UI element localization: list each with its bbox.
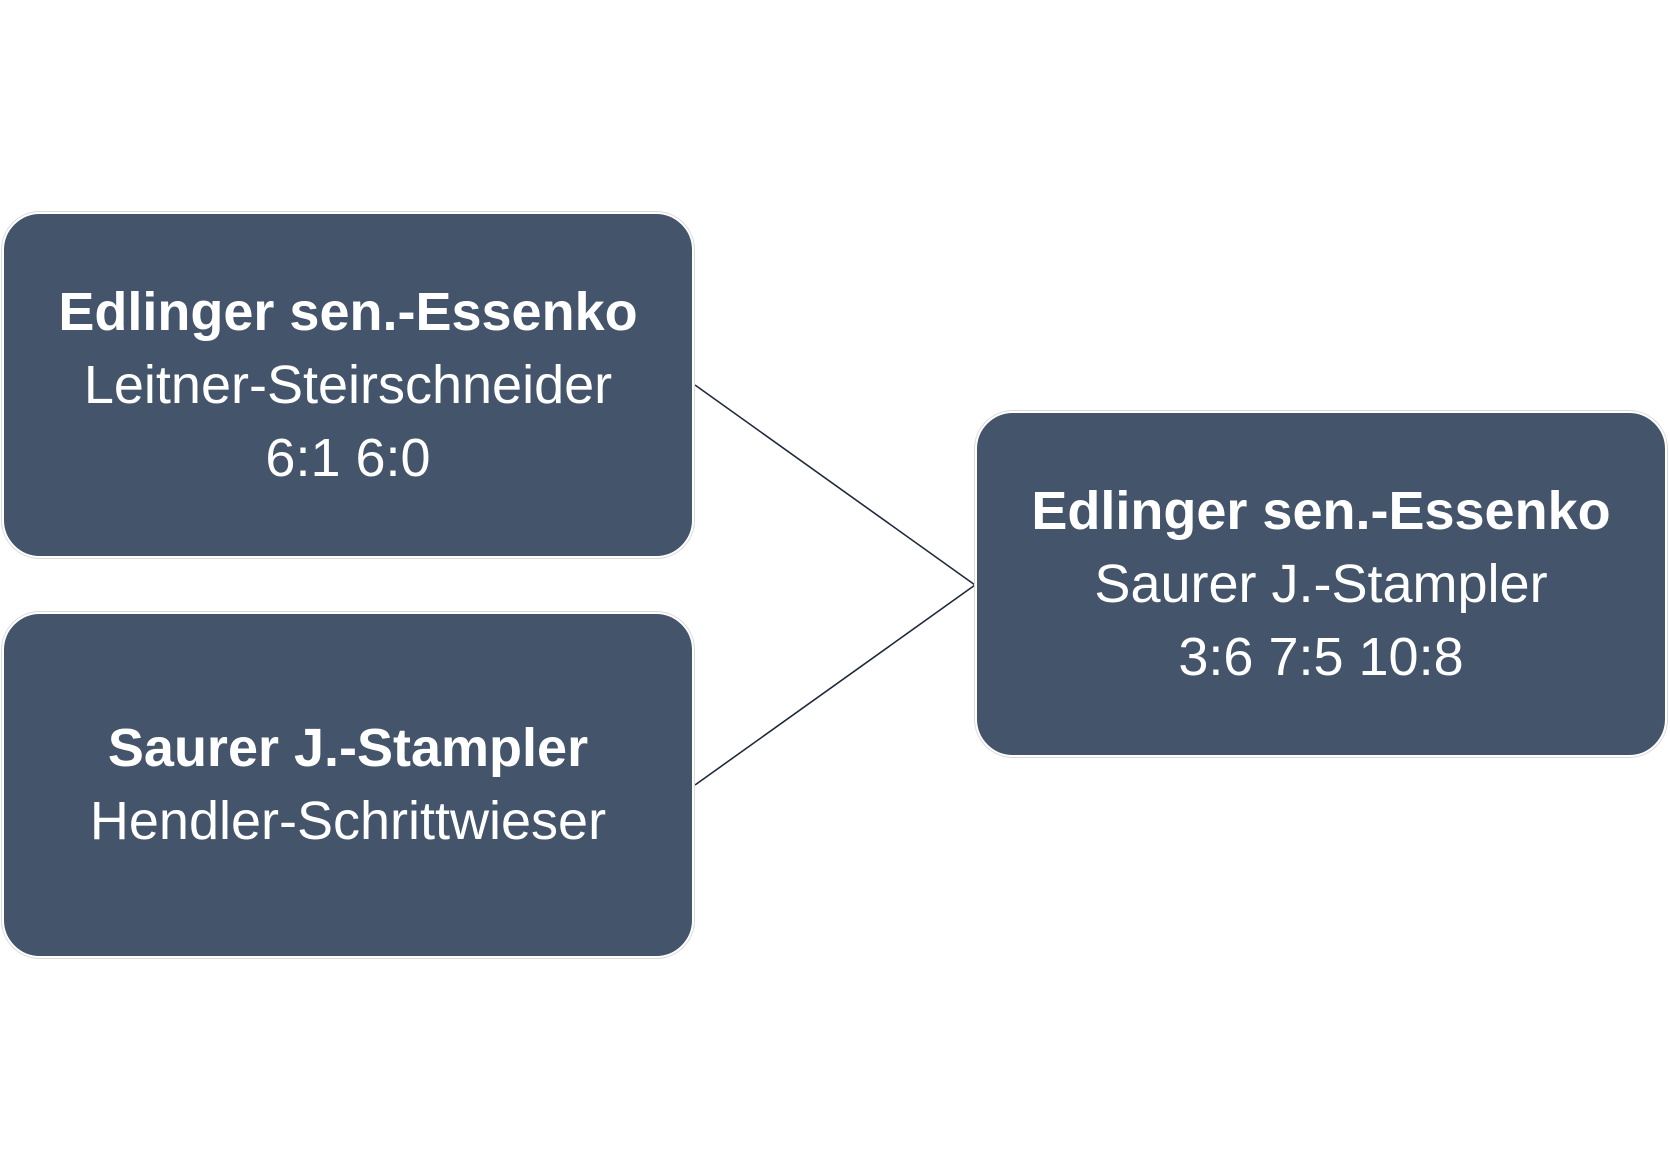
match-winner: Edlinger sen.-Essenko [58,281,638,342]
match-loser: Leitner-Steirschneider [83,354,613,415]
match-box-final: Edlinger sen.-Essenko Saurer J.-Stampler… [975,411,1667,757]
connector-match1-to-final [694,384,976,586]
match-score: 6:1 6:0 [265,427,431,488]
match-winner: Edlinger sen.-Essenko [1031,480,1611,541]
match-loser: Hendler-Schrittwieser [89,791,607,851]
connector-match2-to-final [694,584,976,786]
match-box-round1-1: Edlinger sen.-Essenko Leitner-Steirschne… [2,212,694,558]
match-loser: Saurer J.-Stampler [1094,553,1548,614]
match-winner: Saurer J.-Stampler [107,718,589,778]
match-score: 3:6 7:5 10:8 [1178,626,1464,687]
match-box-round1-2: Saurer J.-Stampler Hendler-Schrittwieser [2,612,694,958]
